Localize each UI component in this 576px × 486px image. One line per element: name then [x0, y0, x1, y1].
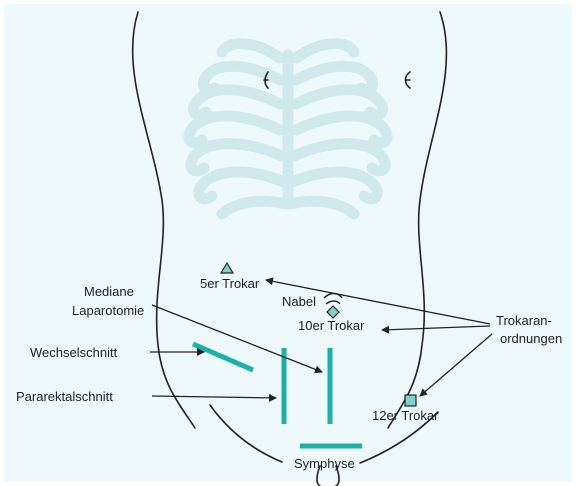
label-trokar-12: 12er Trokar — [372, 408, 439, 423]
label-mediane-line1: Mediane — [84, 284, 134, 299]
label-trokaranordnungen-line1: Trokaran- — [496, 313, 552, 328]
label-symphyse: Symphyse — [294, 456, 355, 471]
label-pararektalschnitt: Pararektalschnitt — [16, 389, 113, 404]
label-mediane-line2: Laparotomie — [72, 303, 144, 318]
label-trokar-10: 10er Trokar — [298, 318, 365, 333]
label-trokar-5: 5er Trokar — [200, 276, 260, 291]
label-wechselschnitt: Wechselschnitt — [30, 345, 118, 360]
label-trokaranordnungen-line2: ordnungen — [500, 331, 562, 346]
label-nabel: Nabel — [282, 294, 316, 309]
square-icon — [405, 395, 416, 406]
